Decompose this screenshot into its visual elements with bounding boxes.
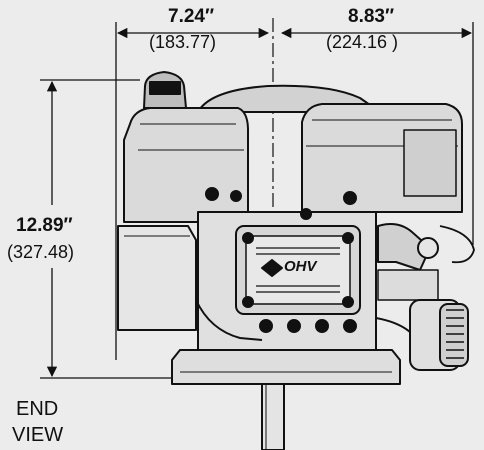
dimension-left-width-mm: (183.77) [149, 32, 217, 52]
dimension-left-width-inches: 7.24″ [168, 6, 215, 27]
brand-logo [261, 259, 283, 277]
dimension-right-width-inches: 8.83″ [348, 6, 395, 27]
view-label-line-1: END [16, 398, 59, 420]
left-cylinder-shroud [123, 107, 249, 223]
head-bolts [205, 187, 357, 333]
dimension-height-inches: 12.89″ [16, 215, 73, 236]
engine-body [117, 71, 475, 450]
mounting-base [171, 349, 401, 385]
dimension-lines [40, 22, 474, 379]
view-label-line-2: VIEW [12, 424, 64, 446]
air-filter-housing [117, 225, 197, 331]
fuel-pump [377, 223, 431, 271]
breather-hose [195, 299, 263, 341]
dimension-right-width-mm: (224.16 ) [326, 32, 399, 52]
dimension-height-mm: (327.48) [7, 242, 75, 262]
oil-filter [409, 299, 469, 371]
engine-badge-text: OHV [284, 258, 317, 275]
